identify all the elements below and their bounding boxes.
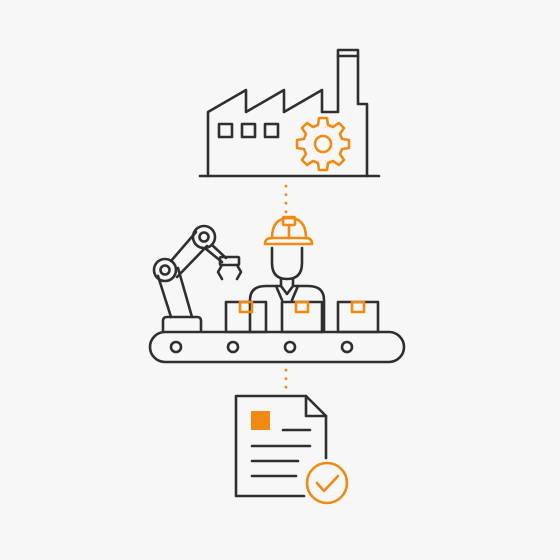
belt-roller (283, 340, 297, 354)
document-photo-block (251, 411, 270, 430)
box-icon (280, 300, 324, 334)
worker-torso (248, 284, 326, 332)
document-icon (234, 394, 328, 498)
checkmark-icon (305, 461, 349, 505)
factory-window (240, 122, 257, 139)
factory-window (217, 122, 234, 139)
robot-gripper-claws (216, 263, 243, 281)
belt-outline (148, 330, 406, 364)
robot-gripper-head (218, 255, 241, 267)
conveyor-belt-icon (148, 330, 406, 364)
robot-elbow-pin (198, 231, 210, 243)
robot-arm-icon (152, 224, 243, 332)
robot-shoulder-pin (159, 264, 171, 276)
robot-elbow-joint (191, 224, 217, 250)
belt-roller (169, 340, 183, 354)
factory-icon (198, 48, 381, 178)
document-fold (304, 394, 328, 418)
worker-collar (274, 284, 300, 302)
box-icon (224, 300, 268, 334)
robot-lower-arm (156, 266, 194, 319)
worker-icon (248, 246, 326, 332)
box-icon (336, 300, 380, 334)
factory-window (263, 122, 280, 139)
robot-base (161, 315, 203, 332)
belt-roller (226, 340, 240, 354)
worker-head (270, 246, 304, 281)
robot-shoulder-joint (152, 257, 178, 283)
hard-hat-icon (263, 215, 314, 246)
factory-building (206, 48, 369, 178)
gear-icon (295, 116, 351, 172)
document-outline (234, 394, 328, 498)
belt-roller (340, 340, 354, 354)
